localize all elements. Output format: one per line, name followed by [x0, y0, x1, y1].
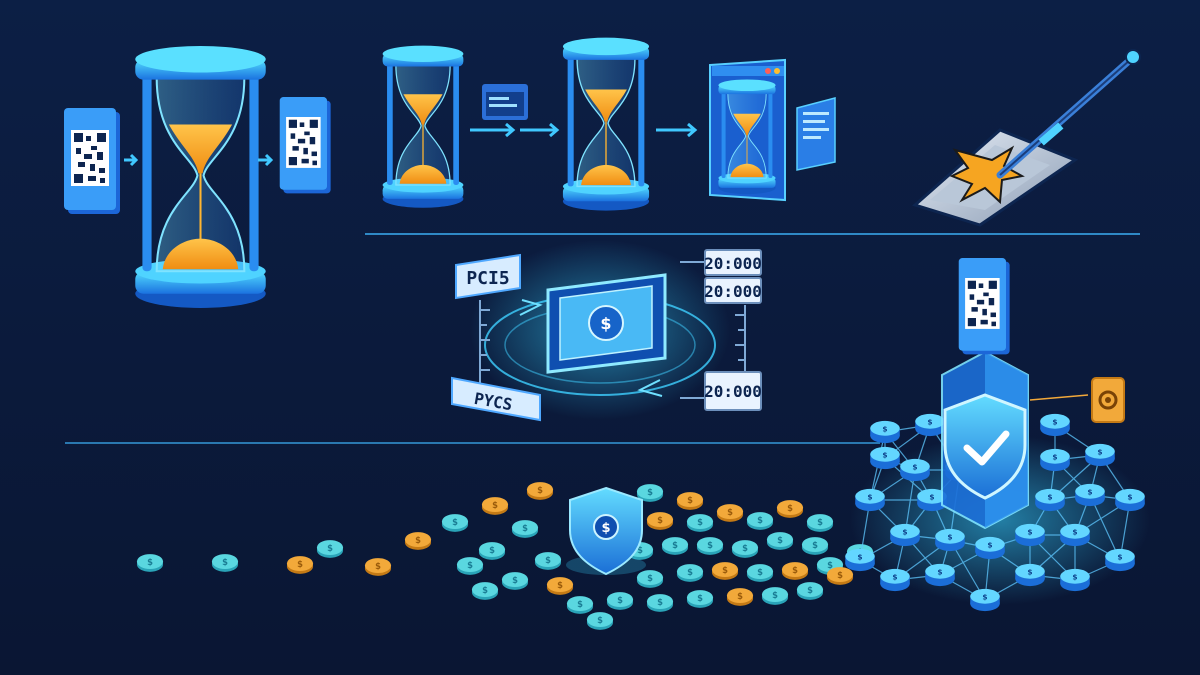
dollar-coin-icon — [636, 570, 664, 588]
qr-code-icon — [279, 97, 331, 194]
dollar-coin-icon — [696, 537, 724, 555]
network-node-icon — [1015, 563, 1045, 587]
dollar-coin-icon — [441, 514, 469, 532]
window-icon — [482, 84, 528, 120]
dollar-coin-icon — [716, 504, 744, 522]
currency-symbol: $ — [601, 521, 610, 536]
dollar-coin-icon — [546, 577, 574, 595]
network-node-icon — [1105, 548, 1135, 572]
arrow-icon — [258, 153, 274, 167]
dollar-coin-icon — [711, 562, 739, 580]
dollar-coin-icon — [481, 497, 509, 515]
dollar-coin-icon — [534, 552, 562, 570]
dollar-coin-icon — [606, 592, 634, 610]
network-node-icon — [935, 528, 965, 552]
network-node-icon — [870, 446, 900, 470]
network-node-icon — [925, 563, 955, 587]
network-node-icon — [1115, 488, 1145, 512]
time-readout-2: 20:000 — [704, 277, 762, 304]
shield-dollar-icon: $ — [566, 486, 646, 576]
dollar-coin-icon — [586, 612, 614, 630]
time-readout-3: 20:000 — [704, 371, 762, 411]
dollar-coin-icon — [646, 594, 674, 612]
dollar-coin-icon — [746, 564, 774, 582]
time-readout-2-value: 20:000 — [704, 282, 762, 301]
dollar-coin-icon — [526, 482, 554, 500]
arrow-icon — [124, 153, 139, 167]
network-node-icon — [915, 413, 945, 437]
dollar-coin-icon — [511, 520, 539, 538]
dollar-coin-icon — [136, 554, 164, 572]
network-node-icon — [970, 588, 1000, 612]
dollar-coin-icon — [766, 532, 794, 550]
time-readout-1: 20:000 — [704, 249, 762, 276]
sword-icon — [912, 49, 1141, 227]
dollar-coin-icon — [316, 540, 344, 558]
browser-hourglass-icon — [709, 58, 786, 202]
dollar-coin-icon — [746, 512, 774, 530]
dollar-coin-icon — [826, 567, 854, 585]
tag-bottom: PYCS — [451, 376, 541, 422]
dollar-coin-icon — [661, 537, 689, 555]
network-node-icon — [1085, 443, 1115, 467]
network-node-icon — [900, 458, 930, 482]
dollar-coin-icon — [404, 532, 432, 550]
network-node-icon — [1035, 488, 1065, 512]
scale-left — [479, 300, 490, 385]
document-panel-icon — [796, 97, 836, 171]
network-node-icon — [845, 548, 875, 572]
network-node-icon — [855, 488, 885, 512]
arrow-icon — [637, 379, 663, 397]
scale-right — [680, 261, 746, 375]
network-node-icon — [1060, 568, 1090, 592]
dollar-coin-icon — [801, 537, 829, 555]
banknote-icon: $ — [546, 273, 667, 374]
arrow-icon — [519, 299, 543, 316]
dollar-coin-icon — [806, 514, 834, 532]
network-node-icon — [890, 523, 920, 547]
network-node-icon — [1075, 483, 1105, 507]
arrow-icon — [470, 122, 516, 138]
arrow-icon — [656, 122, 698, 138]
dollar-coin-icon — [761, 587, 789, 605]
qr-code-icon — [64, 108, 120, 214]
arrow-icon — [520, 122, 560, 138]
dollar-coin-icon — [211, 554, 239, 572]
dollar-coin-icon — [796, 582, 824, 600]
network-node-icon — [1060, 523, 1090, 547]
dollar-coin-icon — [726, 588, 754, 606]
tag-top-label: PCI5 — [466, 268, 509, 289]
dollar-coin-icon — [686, 590, 714, 608]
network-node-icon — [870, 420, 900, 444]
dollar-coin-icon — [286, 556, 314, 574]
network-node-icon — [1040, 413, 1070, 437]
dollar-coin-icon — [676, 492, 704, 510]
dollar-coin-icon — [456, 557, 484, 575]
network-node-icon — [975, 536, 1005, 560]
qr-code-icon — [958, 258, 1010, 355]
dollar-coin-icon — [731, 540, 759, 558]
dollar-coin-icon — [781, 562, 809, 580]
dollar-coin-icon — [776, 500, 804, 518]
network-node-icon — [880, 568, 910, 592]
time-readout-1-value: 20:000 — [704, 254, 762, 273]
dollar-coin-icon — [646, 512, 674, 530]
tag-top: PCI5 — [455, 253, 521, 300]
network-link — [1089, 494, 1121, 561]
network-node-icon — [1040, 448, 1070, 472]
dollar-coin-icon — [501, 572, 529, 590]
time-readout-3-value: 20:000 — [704, 382, 762, 401]
dollar-coin-icon — [471, 582, 499, 600]
dollar-coin-icon — [364, 558, 392, 576]
shield-tower-icon — [941, 350, 1029, 530]
network-node-icon — [1015, 523, 1045, 547]
dollar-coin-icon — [478, 542, 506, 560]
currency-symbol: $ — [600, 314, 611, 333]
dollar-coin-icon — [676, 564, 704, 582]
gear-icon — [1029, 377, 1125, 423]
dollar-coin-icon — [566, 596, 594, 614]
dollar-coin-icon — [686, 514, 714, 532]
